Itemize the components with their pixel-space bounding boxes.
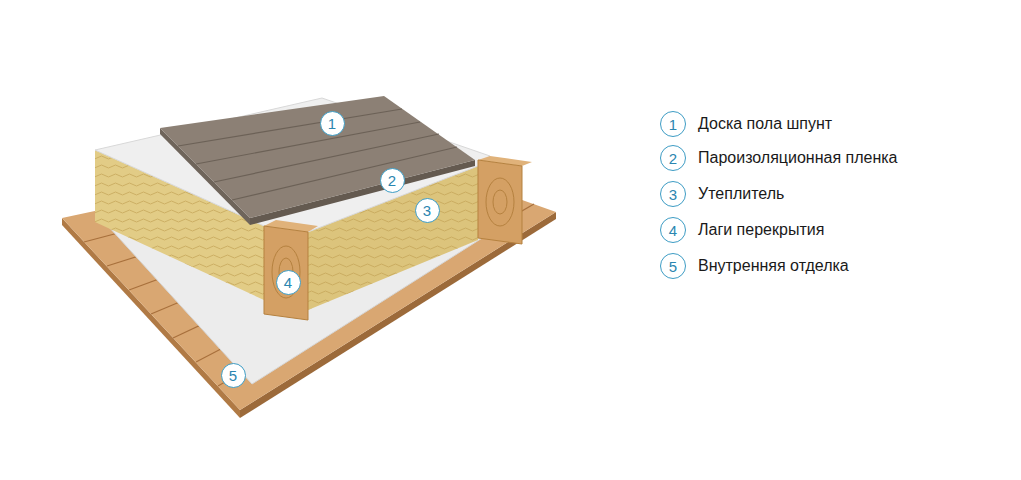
floor-board xyxy=(160,96,475,225)
callout-circle: 1 xyxy=(320,111,345,136)
callout-number: 4 xyxy=(284,275,292,290)
callout-number: 3 xyxy=(423,203,431,218)
callout-number: 5 xyxy=(660,253,686,279)
legend-item: 2 Пароизоляционная пленка xyxy=(660,145,898,171)
callout-number: 2 xyxy=(660,145,686,171)
joist xyxy=(478,156,532,244)
callout-circle: 3 xyxy=(415,198,440,223)
legend-text: Доска пола шпунт xyxy=(698,115,832,133)
callout-circle: 2 xyxy=(380,168,405,193)
callout-circle: 4 xyxy=(276,270,301,295)
callout-number: 4 xyxy=(660,217,686,243)
callout-number: 1 xyxy=(328,116,336,131)
legend-text: Пароизоляционная пленка xyxy=(698,149,898,167)
legend-item: 5 Внутренняя отделка xyxy=(660,253,849,279)
callout-number: 3 xyxy=(660,181,686,207)
callout-number: 2 xyxy=(388,173,396,188)
callout-circle: 5 xyxy=(221,363,246,388)
joist xyxy=(264,220,318,320)
legend-text: Лаги перекрытия xyxy=(698,221,824,239)
legend-item: 3 Утеплитель xyxy=(660,181,784,207)
callout-number: 5 xyxy=(229,368,237,383)
callout-number: 1 xyxy=(660,111,686,137)
legend-text: Внутренняя отделка xyxy=(698,257,849,275)
legend-text: Утеплитель xyxy=(698,185,784,203)
legend-item: 1 Доска пола шпунт xyxy=(660,111,832,137)
legend-item: 4 Лаги перекрытия xyxy=(660,217,824,243)
